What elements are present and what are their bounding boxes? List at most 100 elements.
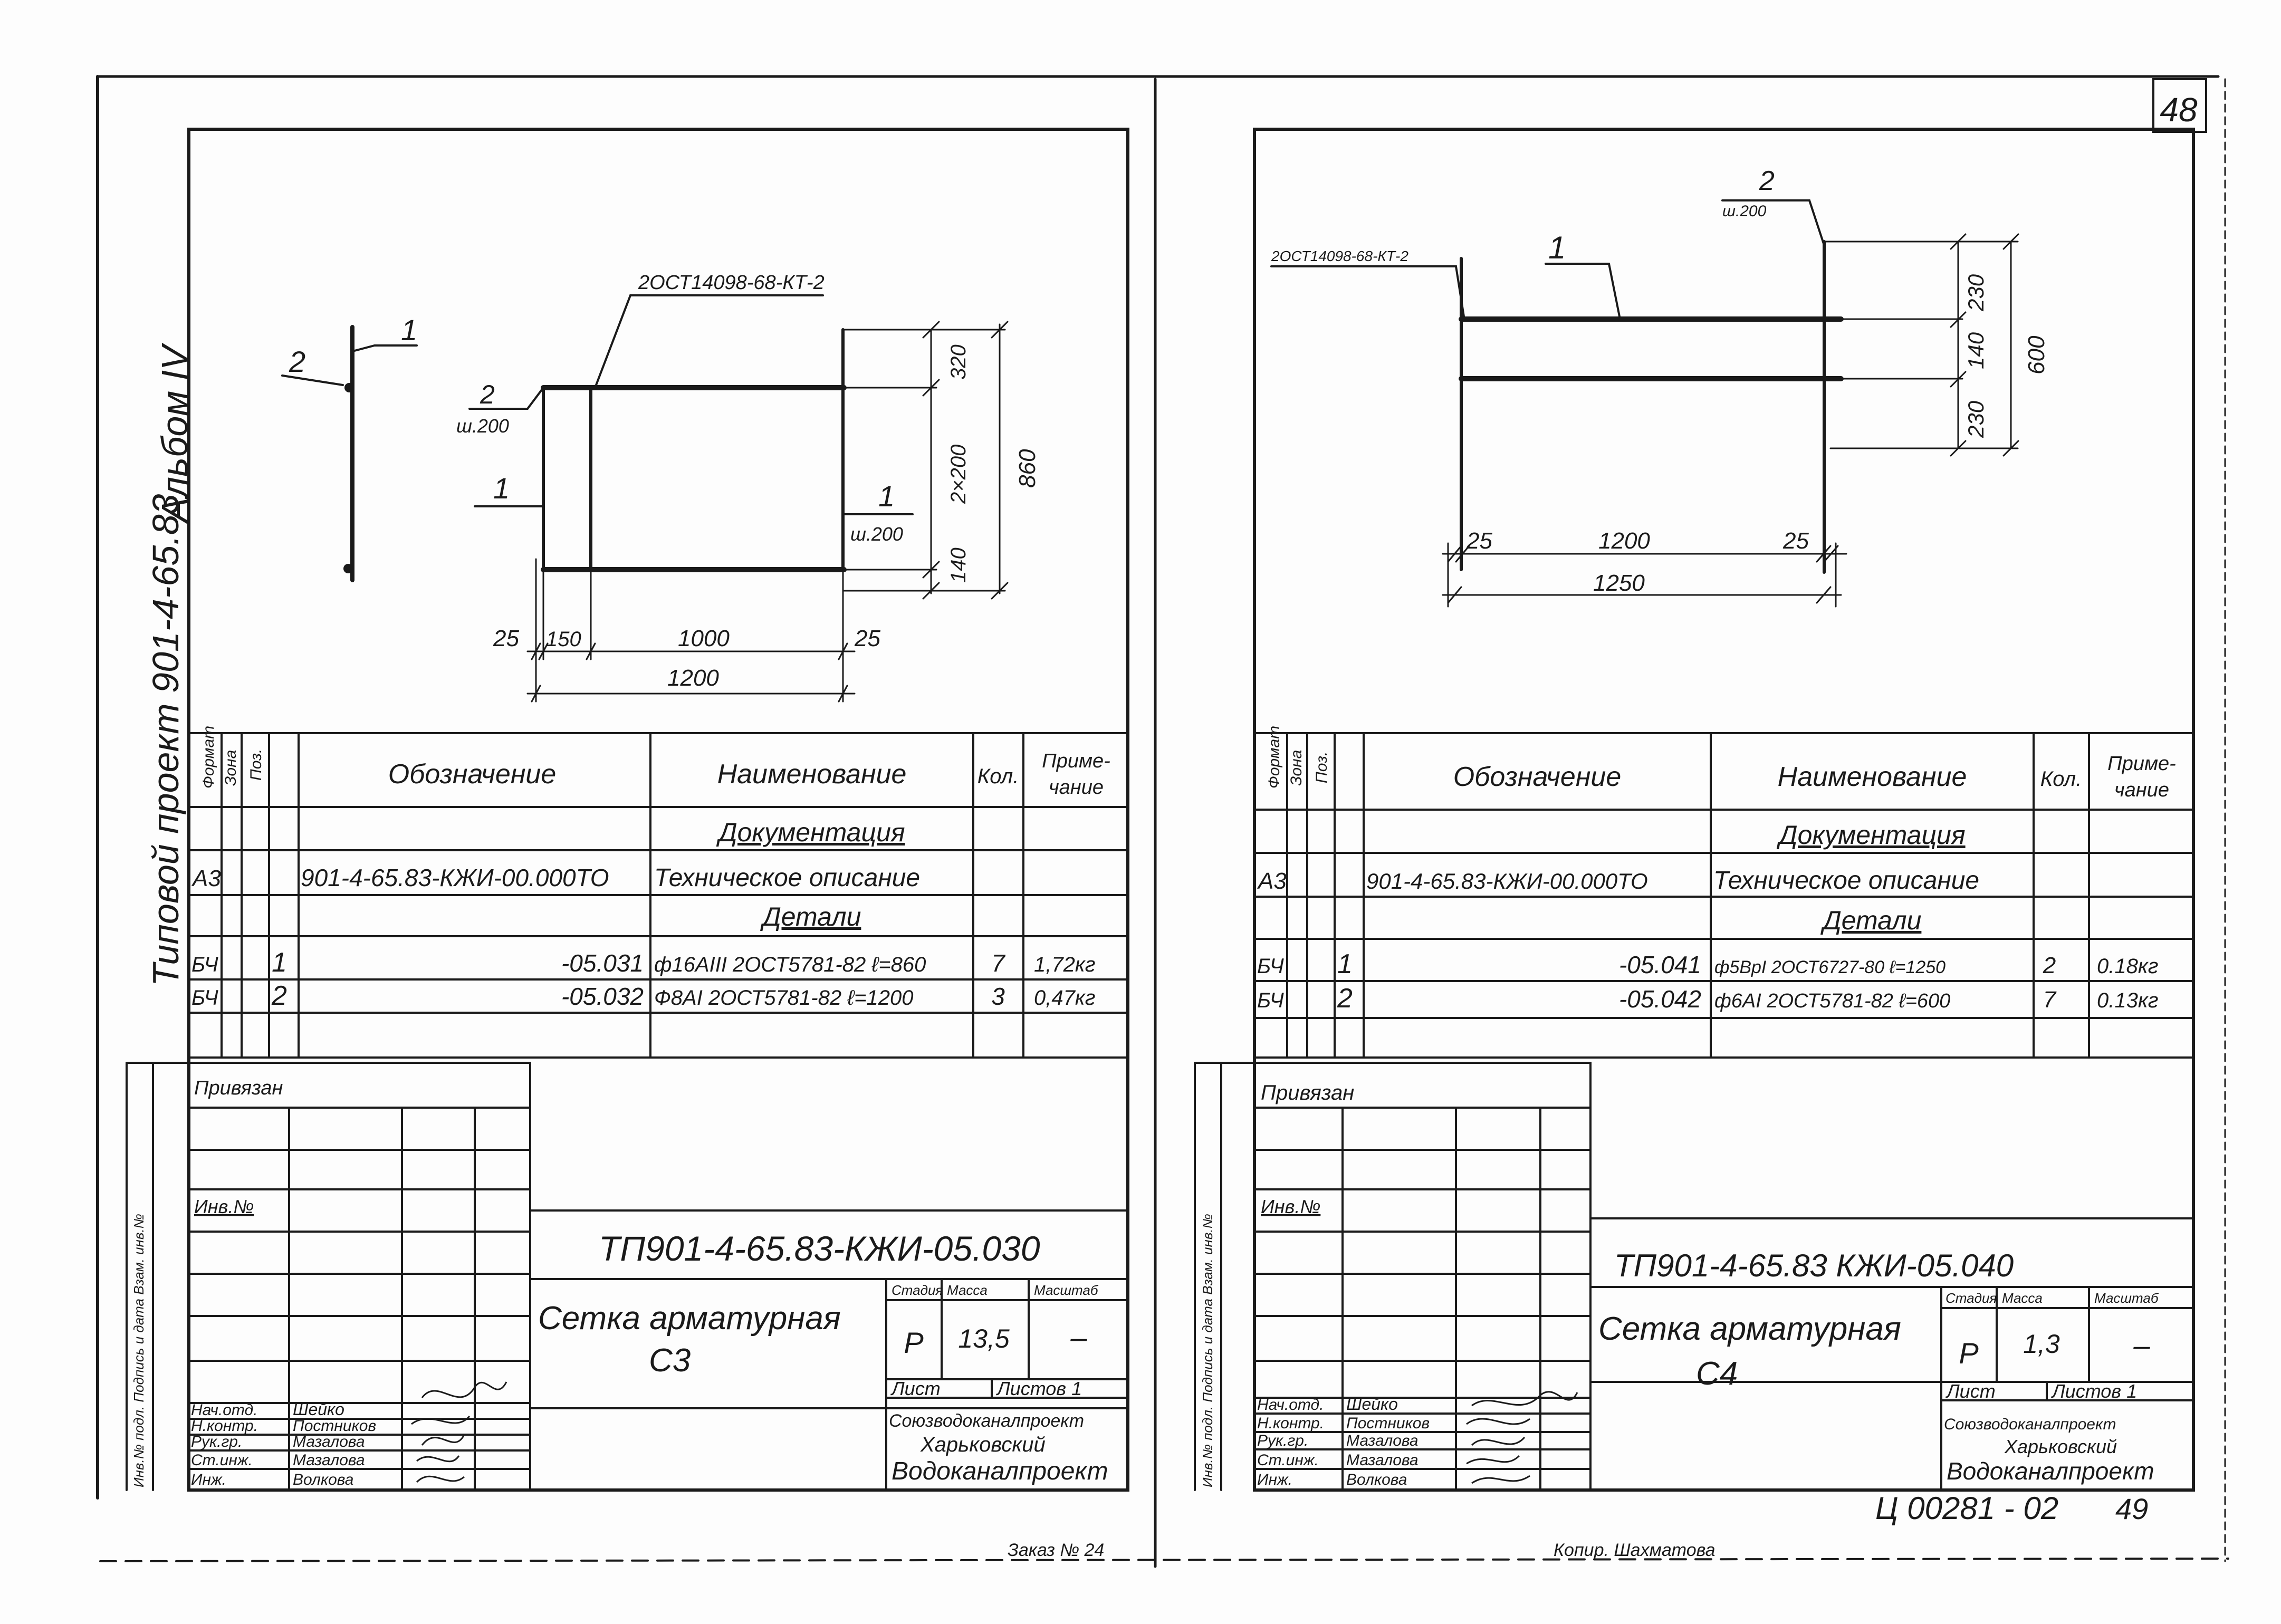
svg-text:Ст.инж.: Ст.инж. [1257,1452,1319,1469]
svg-text:Лист: Лист [890,1378,941,1399]
svg-text:13,5: 13,5 [958,1324,1010,1353]
svg-text:25: 25 [1782,528,1809,554]
svg-text:1: 1 [1548,230,1566,265]
svg-text:Зона: Зона [222,750,239,786]
svg-text:2ОСТ14098-68-КТ-2: 2ОСТ14098-68-КТ-2 [638,272,825,294]
svg-text:БЧ: БЧ [1257,989,1284,1012]
svg-text:25: 25 [854,626,880,651]
svg-text:Харьковский: Харьковский [920,1433,1046,1456]
svg-text:Харьковский: Харьковский [2004,1436,2117,1457]
svg-text:чание: чание [1049,776,1104,799]
svg-text:7: 7 [991,949,1005,977]
svg-text:ТП901-4-65.83-КЖИ-05.030: ТП901-4-65.83-КЖИ-05.030 [599,1229,1040,1268]
svg-text:Шейко: Шейко [1346,1395,1398,1414]
svg-text:2: 2 [2043,953,2056,978]
left-title-block-grid [126,1062,1129,1491]
svg-text:1000: 1000 [678,626,730,651]
svg-text:901-4-65.83-КЖИ-00.000ТО: 901-4-65.83-КЖИ-00.000ТО [1366,869,1648,893]
svg-text:С3: С3 [649,1342,691,1379]
svg-text:Листов 1: Листов 1 [996,1378,1082,1399]
sheet-number-box [2152,78,2207,133]
svg-text:Шейко: Шейко [293,1400,344,1419]
svg-text:Мазалова: Мазалова [1346,1452,1419,1469]
svg-text:Кол.: Кол. [2040,767,2082,791]
svg-text:Волкова: Волкова [293,1471,354,1488]
sheet-number: 48 [2160,91,2198,129]
svg-text:Инж.: Инж. [191,1471,226,1488]
svg-text:2: 2 [1337,983,1353,1014]
svg-text:1: 1 [878,479,895,513]
svg-text:Техническое описание: Техническое описание [654,864,920,892]
svg-text:Мазалова: Мазалова [293,1452,365,1469]
right-spec-table-grid [1253,732,2194,1059]
svg-text:Наименование: Наименование [717,759,907,790]
svg-text:Техническое описание: Техническое описание [1713,867,1979,895]
svg-text:БЧ: БЧ [1257,955,1284,978]
svg-text:Листов 1: Листов 1 [2051,1380,2137,1402]
svg-text:Постников: Постников [293,1417,376,1435]
svg-text:1: 1 [493,472,510,505]
svg-text:2×200: 2×200 [947,445,970,504]
svg-text:Р: Р [904,1326,923,1359]
svg-text:–: – [1070,1321,1087,1354]
svg-text:Нач.отд.: Нач.отд. [1257,1396,1324,1414]
project-label: Типовой проект 901-4-65.83 [145,494,186,986]
svg-text:Союзводоканалпроект: Союзводоканалпроект [1944,1416,2116,1433]
footer-copy-right: Копир. Шахматова [1554,1540,1715,1560]
left-spec-table-grid [188,732,1129,1059]
left-spec-table: Формат Зона Поз. Обозначение Наименовани… [191,726,1110,1011]
right-drawing-labels: 2ОСТ14098-68-КТ-2 1 2 ш.200 230 140 230 … [1271,166,2049,596]
svg-text:Инв.№: Инв.№ [194,1196,254,1217]
svg-text:ш.200: ш.200 [1722,203,1767,220]
svg-text:140: 140 [1963,332,1988,369]
svg-text:А3: А3 [191,866,221,891]
svg-text:Привязан: Привязан [194,1077,283,1099]
svg-text:Формат: Формат [1266,726,1283,789]
svg-text:-05.032: -05.032 [561,983,644,1010]
svg-text:Наименование: Наименование [1778,762,1967,792]
left-drawing-frame [187,128,1129,1492]
album-label: Альбом IV [154,342,195,524]
svg-text:Мазалова: Мазалова [293,1433,365,1450]
svg-text:230: 230 [1963,400,1988,438]
svg-text:2: 2 [1759,166,1775,196]
svg-text:Масса: Масса [947,1282,988,1298]
svg-text:25: 25 [493,626,519,651]
svg-text:0,47кг: 0,47кг [1034,986,1095,1010]
svg-text:Привязан: Привязан [1261,1081,1354,1104]
svg-text:25: 25 [1466,528,1492,554]
svg-text:600: 600 [2024,335,2049,374]
right-title-block: Привязан Инв.№ ТП901-4-65.83 КЖИ-05.040 … [1257,1081,2159,1488]
svg-text:Кол.: Кол. [977,765,1019,788]
svg-text:ш.200: ш.200 [850,523,903,545]
archive-page: 49 [2115,1492,2148,1525]
svg-text:0.13кг: 0.13кг [2097,989,2158,1012]
svg-text:С4: С4 [1696,1356,1738,1392]
svg-text:Союзводоканалпроект: Союзводоканалпроект [889,1411,1084,1431]
svg-text:-05.042: -05.042 [1619,985,1701,1013]
svg-text:1200: 1200 [1598,528,1650,554]
svg-text:1,72кг: 1,72кг [1034,953,1095,976]
svg-text:Водоканалпроект: Водоканалпроект [1947,1457,2154,1485]
svg-text:А3: А3 [1257,868,1287,894]
svg-text:2: 2 [271,981,287,1011]
svg-text:Волкова: Волкова [1346,1471,1407,1488]
svg-text:1,3: 1,3 [2023,1329,2060,1359]
svg-text:Инв.№: Инв.№ [1261,1196,1320,1217]
svg-text:1: 1 [401,313,417,347]
svg-text:Приме-: Приме- [2107,753,2176,775]
svg-text:Масштаб: Масштаб [2094,1290,2159,1306]
svg-text:Мазалова: Мазалова [1346,1432,1419,1449]
svg-text:Приме-: Приме- [1042,750,1110,772]
right-spec-table: Формат Зона Поз. Обозначение Наименовани… [1257,726,2176,1014]
right-stamp-column-labels: Инв.№ подл. Подпись и дата Взам. инв.№ [1200,1214,1215,1487]
svg-text:2ОСТ14098-68-КТ-2: 2ОСТ14098-68-КТ-2 [1271,248,1408,264]
svg-text:ф6АI 2ОСТ5781-82 ℓ=600: ф6АI 2ОСТ5781-82 ℓ=600 [1714,990,1950,1012]
svg-text:ф16АIII 2ОСТ5781-82 ℓ=860: ф16АIII 2ОСТ5781-82 ℓ=860 [654,953,926,976]
svg-text:Постников: Постников [1346,1415,1430,1432]
left-title-block: Привязан Инв.№ ТП901-4-65.83-КЖИ-05.030 … [191,1077,1108,1488]
svg-text:860: 860 [1014,449,1040,488]
svg-text:Формат: Формат [200,726,217,789]
right-mesh-plan [1270,199,2019,608]
svg-text:Обозначение: Обозначение [388,759,557,790]
